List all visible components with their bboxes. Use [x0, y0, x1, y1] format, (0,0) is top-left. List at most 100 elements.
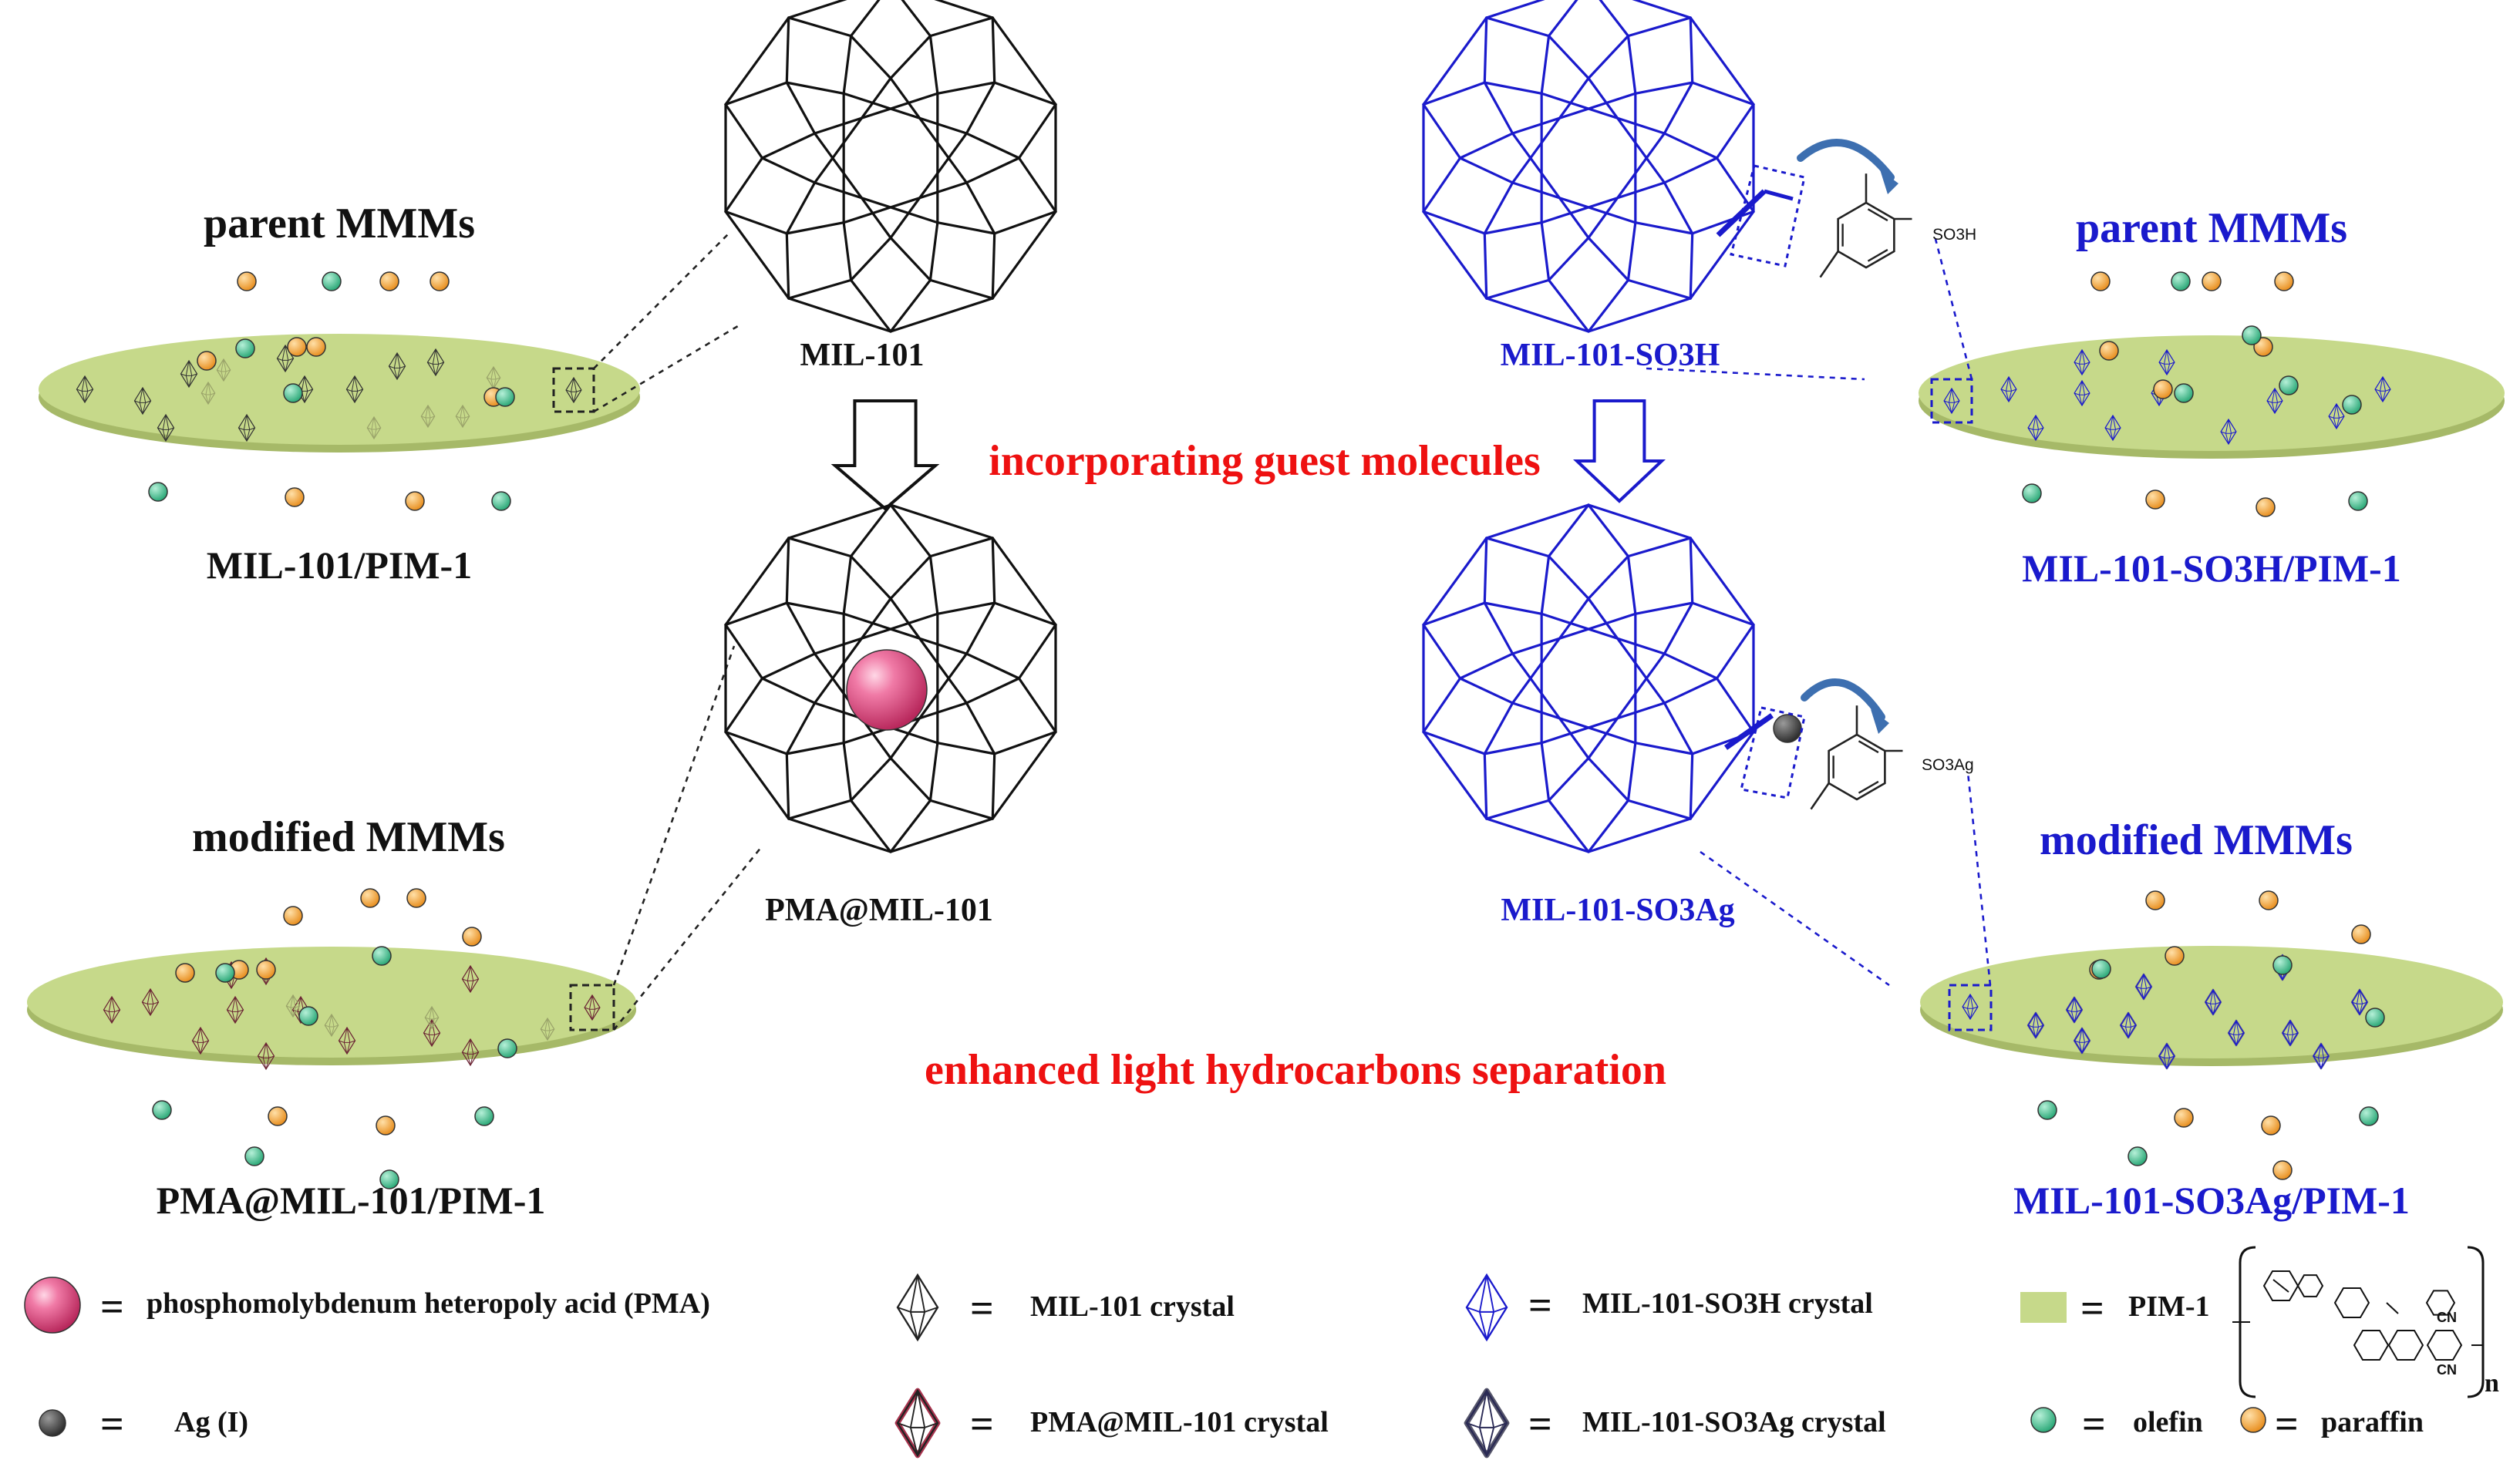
olefin-molecule: [322, 271, 342, 291]
left-modified-crystal-faint: [285, 994, 301, 1018]
mil-101-so3ag-label: MIL-101-SO3Ag: [1501, 893, 1735, 928]
left-modified-heading: modified MMMs: [192, 813, 505, 861]
right-parent-crystal: [2158, 348, 2175, 376]
olefin-molecule: [497, 1038, 517, 1058]
paraffin-molecule: [376, 1115, 396, 1136]
legend-pma-sphere: [24, 1277, 81, 1334]
olefin-molecule: [495, 387, 515, 407]
legend-eq-pim: =: [2080, 1285, 2104, 1331]
pma-sphere: [846, 649, 928, 731]
paraffin-molecule: [268, 1106, 288, 1126]
right-parent-crystal: [2374, 375, 2391, 403]
olefin-molecule: [2365, 1008, 2385, 1028]
legend-ag-text: Ag (I): [174, 1406, 249, 1438]
so3ag-curved-arrow-head: [1871, 709, 1889, 734]
olefin-molecule: [2171, 271, 2191, 291]
paraffin-molecule: [2259, 890, 2279, 910]
mil-101-cage: [724, 0, 1057, 333]
olefin-molecule: [372, 946, 392, 966]
right-modified-crystal: [2281, 1019, 2299, 1047]
paraffin-molecule: [2174, 1108, 2194, 1128]
left-parent-crystal-faint: [420, 404, 436, 429]
right-modified-zoom-box: [1948, 984, 1993, 1031]
paraffin-molecule: [283, 906, 303, 926]
left-modified-crystal: [191, 1026, 210, 1055]
so3h-curved-arrow-head: [1880, 170, 1898, 194]
legend-so3ag-text: MIL-101-SO3Ag crystal: [1582, 1406, 1886, 1438]
left-modified-crystal: [423, 1018, 441, 1048]
right-parent-membrane: [1919, 335, 2505, 451]
left-mod-zoom-line-top: [612, 645, 736, 986]
left-parent-membrane: [39, 334, 640, 445]
mil-101-so3h-label: MIL-101-SO3H: [1500, 338, 1720, 373]
paraffin-molecule: [2145, 490, 2165, 510]
paraffin-molecule: [406, 888, 426, 908]
olefin-molecule: [474, 1106, 494, 1126]
left-parent-crystal: [345, 375, 364, 404]
right-modified-zoom-crystal: [1962, 993, 1979, 1021]
right-zoom-line-a: [1934, 238, 1973, 380]
so3ag-zoom-box: [1740, 706, 1806, 799]
left-parent-crystal: [76, 375, 94, 404]
paraffin-molecule: [2099, 341, 2119, 361]
olefin-molecule: [491, 491, 511, 511]
mil-101-so3ag-cage: [1422, 503, 1755, 853]
right-parent-crystal: [2074, 379, 2090, 407]
right-modified-caption: MIL-101-SO3Ag/PIM-1: [2013, 1179, 2410, 1222]
right-modified-membrane: [1920, 946, 2503, 1058]
left-parent-crystal-faint: [200, 381, 216, 405]
right-modified-crystal: [2312, 1042, 2330, 1070]
pim-repeat-n: n: [2485, 1369, 2499, 1398]
olefin-molecule: [298, 1006, 318, 1026]
legend-so3h-crystal: [1465, 1273, 1508, 1342]
paraffin-molecule: [287, 337, 307, 357]
paraffin-molecule: [379, 271, 399, 291]
olefin-molecule: [2091, 959, 2111, 979]
paraffin-molecule: [2165, 946, 2185, 966]
left-down-arrow: [830, 399, 940, 511]
paraffin-molecule: [2202, 271, 2222, 291]
olefin-molecule: [2348, 491, 2368, 511]
right-parent-crystal: [2027, 414, 2044, 442]
legend-mil-text: MIL-101 crystal: [1030, 1290, 1235, 1323]
pma-mil-101-cage: [724, 503, 1057, 853]
paraffin-molecule: [237, 271, 257, 291]
right-modified-crystal: [2204, 988, 2222, 1016]
legend-pma-crystal-text: PMA@MIL-101 crystal: [1030, 1406, 1329, 1438]
right-down-arrow: [1572, 399, 1666, 503]
paraffin-molecule: [405, 491, 425, 511]
right-modified-crystal: [2134, 973, 2153, 1001]
legend-eq-pma: =: [100, 1284, 124, 1330]
result-label: enhanced light hydrocarbons separation: [925, 1046, 1666, 1094]
legend-mil-crystal: [896, 1273, 939, 1342]
legend-eq-ag: =: [100, 1401, 124, 1447]
so3h-group-label: SO3H: [1932, 226, 1977, 244]
left-modified-crystal-faint: [324, 1013, 339, 1038]
mil-101-so3h-cage: [1422, 0, 1755, 333]
paraffin-molecule: [2272, 1160, 2293, 1180]
paraffin-molecule: [462, 927, 482, 947]
left-parent-crystal-faint: [216, 358, 231, 382]
olefin-molecule: [2037, 1100, 2057, 1120]
left-parent-crystal: [388, 352, 406, 381]
left-mod-zoom-line-bottom: [612, 846, 763, 1031]
legend-pma-crystal: [894, 1388, 941, 1458]
pim-cn-top: CN: [2437, 1310, 2457, 1325]
left-parent-crystal: [157, 413, 175, 442]
right-parent-crystal: [2000, 375, 2017, 403]
olefin-molecule: [2342, 395, 2362, 415]
paraffin-molecule: [2153, 379, 2173, 399]
so3ag-linker: [1723, 713, 1774, 750]
right-zoom-line-b: [1646, 367, 1865, 381]
left-modified-zoom-box: [569, 984, 615, 1031]
paraffin-molecule: [2256, 497, 2276, 517]
paraffin-molecule: [256, 960, 276, 980]
paraffin-molecule: [2274, 271, 2294, 291]
legend-pim-swatch: [2020, 1292, 2067, 1323]
olefin-molecule: [152, 1100, 172, 1120]
legend-eq-olefin: =: [2082, 1401, 2106, 1447]
left-parent-caption: MIL-101/PIM-1: [206, 543, 473, 587]
right-modified-crystal: [2119, 1011, 2138, 1039]
paraffin-molecule: [197, 351, 217, 371]
legend-olefin-ball: [2030, 1407, 2057, 1433]
